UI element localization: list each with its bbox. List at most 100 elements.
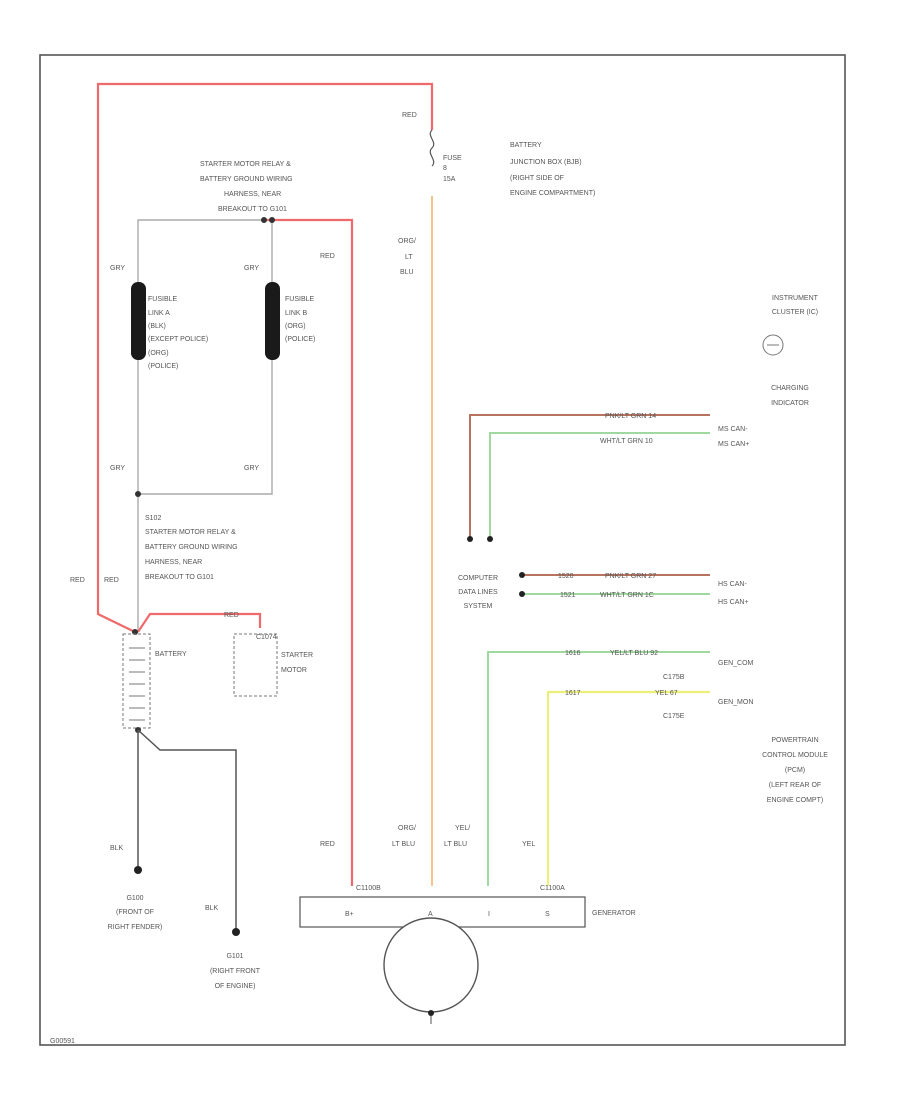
gen-mon-wire-label: YEL 67 <box>655 690 678 697</box>
gen-com-conn: C175B <box>663 674 685 681</box>
hs-can-sig-2: HS CAN+ <box>718 599 749 606</box>
gen-pin-bplus: B+ <box>345 911 354 918</box>
svg-text:CLUSTER (IC): CLUSTER (IC) <box>772 309 818 316</box>
svg-text:ORG/: ORG/ <box>398 238 416 245</box>
can-top-sig-1: MS CAN- <box>718 426 748 433</box>
hs-can-sig-1: HS CAN- <box>718 581 747 588</box>
svg-text:(RIGHT SIDE OF: (RIGHT SIDE OF <box>510 175 564 182</box>
fuse-line-3: 15A <box>443 176 456 183</box>
fuse-line-2: 8 <box>443 165 447 172</box>
wire-label-red-gen: RED <box>320 841 335 848</box>
fuse-line-1: FUSE <box>443 155 462 162</box>
instrument-cluster-label: INSTRUMENT CLUSTER (IC) <box>772 295 819 316</box>
svg-text:RIGHT FENDER): RIGHT FENDER) <box>108 924 163 931</box>
hs-can-ckt-1: 1520 <box>558 573 574 580</box>
svg-text:HARNESS, NEAR: HARNESS, NEAR <box>224 191 281 198</box>
svg-text:(LEFT REAR OF: (LEFT REAR OF <box>769 782 821 789</box>
can-top-wire-1: PNK/LT GRN 14 <box>605 413 656 420</box>
hs-can-wire-1: PNK/LT GRN 27 <box>605 573 656 580</box>
can-top-wire-2: WHT/LT GRN 10 <box>600 438 653 445</box>
svg-text:(RIGHT FRONT: (RIGHT FRONT <box>210 968 261 975</box>
s102-splice-label: S102 STARTER MOTOR RELAY & BATTERY GROUN… <box>145 515 238 581</box>
wht-ltgrn-can-wire-top <box>489 432 710 537</box>
wire-label-red-battery: RED <box>104 577 119 584</box>
fusible-link-b-label: FUSIBLE LINK B (ORG) (POLICE) <box>285 296 315 343</box>
svg-text:CONTROL MODULE: CONTROL MODULE <box>762 752 828 759</box>
starter-relay-splice-label: STARTER MOTOR RELAY & BATTERY GROUND WIR… <box>200 161 293 213</box>
wire-label-gry-4: GRY <box>244 465 259 472</box>
svg-text:G101: G101 <box>226 953 243 960</box>
svg-text:(ORG): (ORG) <box>148 350 169 357</box>
gen-connector-b: C1100B <box>356 885 381 892</box>
gen-mon-sig: GEN_MON <box>718 699 753 706</box>
fuse-8-icon <box>429 129 435 167</box>
starter-motor-icon <box>233 633 278 697</box>
charging-indicator-label: CHARGING INDICATOR <box>771 385 809 407</box>
generator-icon <box>383 917 479 1013</box>
wire-label-org-ltblu-gen: ORG/ LT BLU <box>392 825 416 848</box>
svg-text:LINK A: LINK A <box>148 310 170 317</box>
gen-pin-a: A <box>428 911 433 918</box>
svg-text:LT: LT <box>405 254 413 261</box>
svg-text:COMPUTER: COMPUTER <box>458 575 498 582</box>
wire-label-gry-2: GRY <box>244 265 259 272</box>
splice-dot-top <box>261 217 267 223</box>
hs-can-ckt-2: 1521 <box>560 592 576 599</box>
figure-id: G00591 <box>50 1038 75 1045</box>
svg-text:LT BLU: LT BLU <box>444 841 467 848</box>
fusible-link-a-icon <box>131 282 146 360</box>
svg-text:HARNESS, NEAR: HARNESS, NEAR <box>145 559 202 566</box>
battery-icon <box>122 633 151 729</box>
gen-pin-s: S <box>545 911 550 918</box>
svg-text:YEL/: YEL/ <box>455 825 470 832</box>
svg-text:(EXCEPT POLICE): (EXCEPT POLICE) <box>148 336 208 343</box>
computer-data-lines-label: COMPUTER DATA LINES SYSTEM <box>458 575 498 610</box>
gen-com-wire-label: YEL/LT BLU 92 <box>610 650 658 657</box>
svg-text:ENGINE COMPARTMENT): ENGINE COMPARTMENT) <box>510 190 595 197</box>
svg-text:(ORG): (ORG) <box>285 323 306 330</box>
fusible-link-b-icon <box>265 282 280 360</box>
gen-mon-wire <box>546 690 710 886</box>
ground-g100-icon <box>134 866 142 874</box>
gen-com-ckt: 1616 <box>565 650 581 657</box>
red-battery-feed-wire <box>96 82 434 633</box>
wire-label-red-top: RED <box>402 112 417 119</box>
wire-label-yel-gen: YEL <box>522 841 535 848</box>
red-battery-to-starter-wire <box>137 612 262 633</box>
hs-can-pin-1 <box>519 572 525 578</box>
gen-com-wire <box>487 651 710 886</box>
generator-label: GENERATOR <box>592 910 636 917</box>
wire-label-red-left: RED <box>70 577 85 584</box>
red-relay-to-generator-wire <box>264 218 354 886</box>
fusible-link-a-label: FUSIBLE LINK A (BLK) (EXCEPT POLICE) (OR… <box>148 296 208 370</box>
ground-g101-icon <box>232 928 240 936</box>
gen-com-sig: GEN_COM <box>718 660 754 667</box>
svg-text:(POLICE): (POLICE) <box>148 363 178 370</box>
wire-label-red-relay: RED <box>320 253 335 260</box>
svg-text:BREAKOUT TO G101: BREAKOUT TO G101 <box>145 574 214 581</box>
pcm-label: POWERTRAIN CONTROL MODULE (PCM) (LEFT RE… <box>762 737 828 804</box>
gray-fusible-link-wiring <box>137 219 273 632</box>
svg-text:INSTRUMENT: INSTRUMENT <box>772 295 819 302</box>
svg-text:BREAKOUT TO G101: BREAKOUT TO G101 <box>218 206 287 213</box>
can-connector-pin-1 <box>467 536 473 542</box>
svg-text:BATTERY GROUND WIRING: BATTERY GROUND WIRING <box>145 544 238 551</box>
ground-g100-label: G100 (FRONT OF RIGHT FENDER) <box>108 895 163 931</box>
svg-text:LT BLU: LT BLU <box>392 841 415 848</box>
svg-text:OF ENGINE): OF ENGINE) <box>215 983 256 990</box>
svg-text:CHARGING: CHARGING <box>771 385 809 392</box>
battery-label: BATTERY <box>155 651 187 658</box>
starter-label-2: MOTOR <box>281 667 307 674</box>
svg-text:INDICATOR: INDICATOR <box>771 400 809 407</box>
svg-text:JUNCTION BOX (BJB): JUNCTION BOX (BJB) <box>510 159 582 166</box>
svg-text:BATTERY GROUND WIRING: BATTERY GROUND WIRING <box>200 176 293 183</box>
svg-text:FUSIBLE: FUSIBLE <box>148 296 178 303</box>
svg-text:BLU: BLU <box>400 269 414 276</box>
starter-wire-label: RED <box>224 612 239 619</box>
battery-junction-box-label: BATTERY JUNCTION BOX (BJB) (RIGHT SIDE O… <box>510 142 595 197</box>
gen-mon-conn: C175E <box>663 713 685 720</box>
wire-label-blk-2: BLK <box>205 905 219 912</box>
hs-can-wire-2: WHT/LT GRN 1C <box>600 592 654 599</box>
svg-text:(FRONT OF: (FRONT OF <box>116 909 154 916</box>
